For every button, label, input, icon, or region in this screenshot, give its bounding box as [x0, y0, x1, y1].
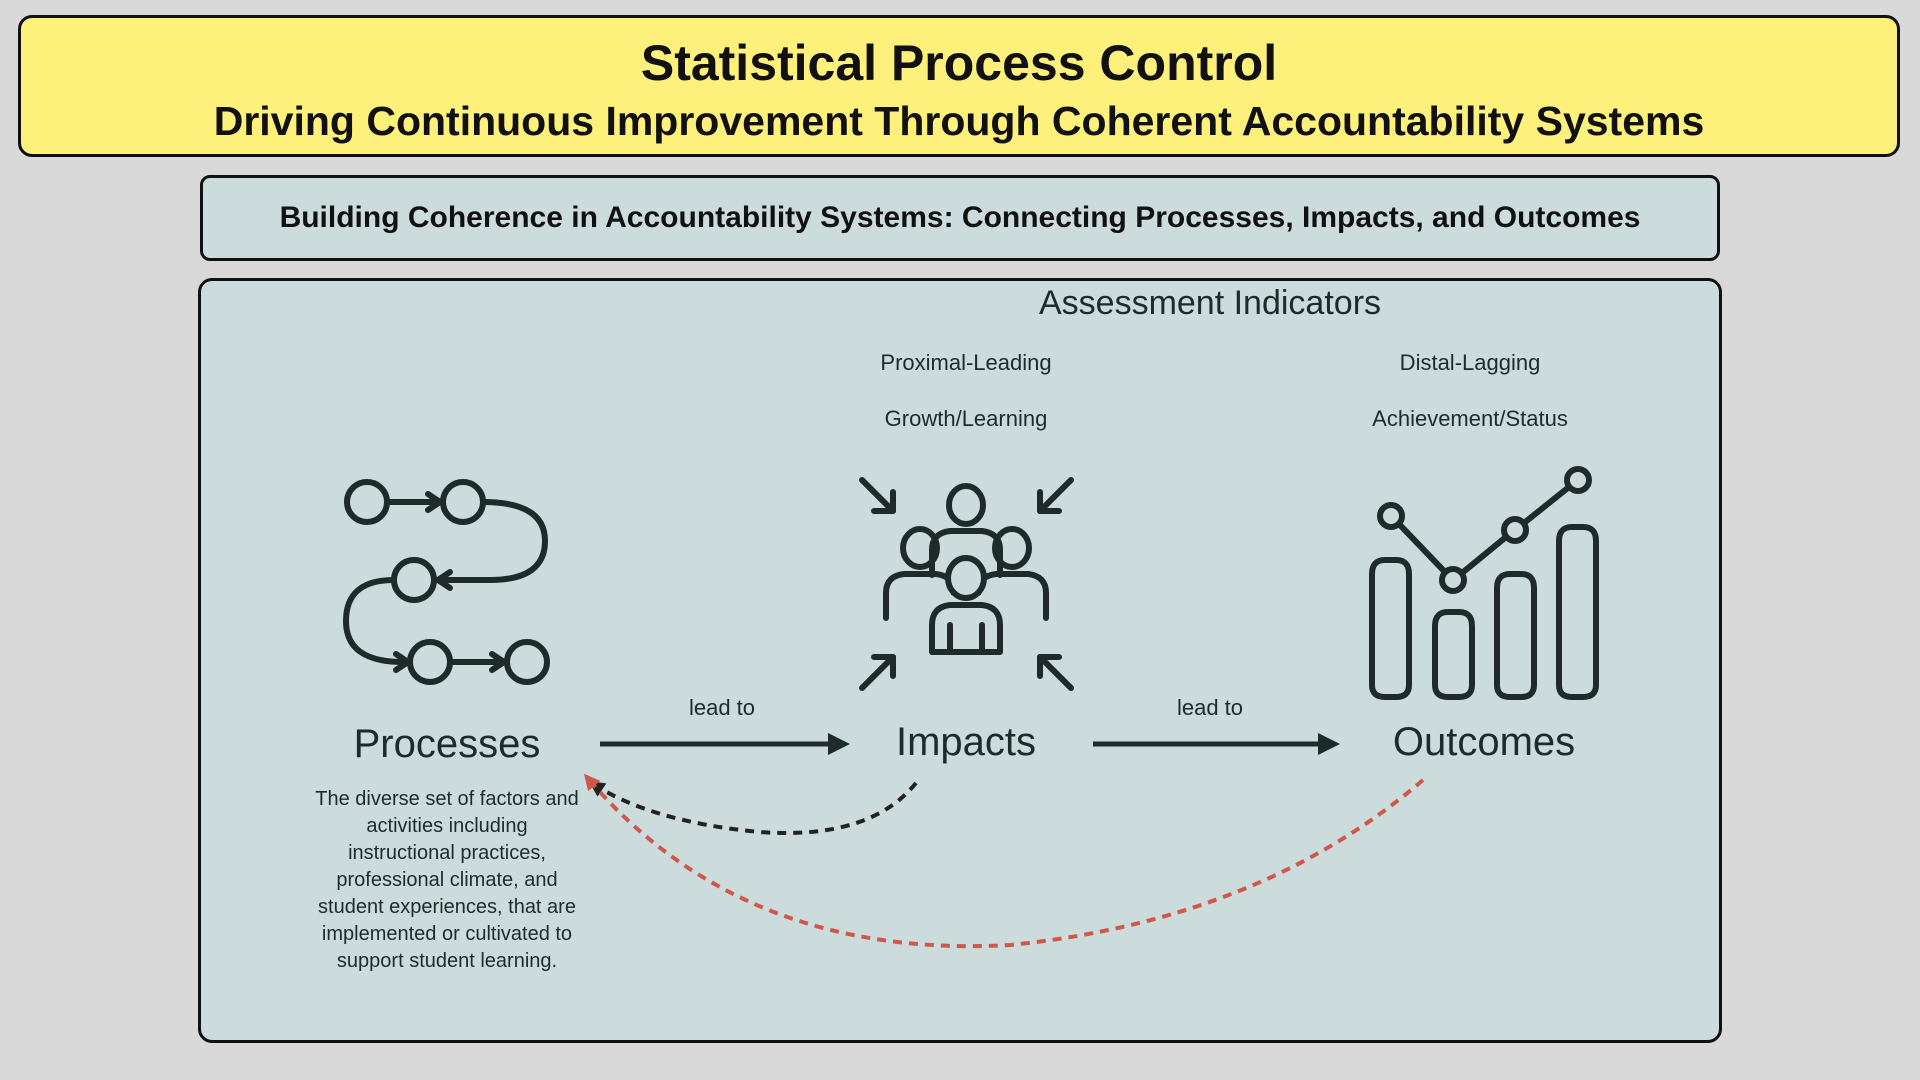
indicators-title: Assessment Indicators: [1038, 284, 1382, 322]
processes-label: Processes: [353, 722, 541, 766]
distal-label: Distal-Lagging: [1399, 350, 1541, 375]
impacts-label: Impacts: [895, 720, 1037, 764]
feedback-arrow-outcomes-to-processes: [583, 773, 1425, 949]
edge-label-processes-impacts: lead to: [688, 695, 756, 720]
workflow-icon: [343, 479, 550, 685]
proximal-label: Proximal-Leading: [880, 350, 1052, 375]
header-banner: Statistical Process Control Driving Cont…: [18, 15, 1900, 157]
outcomes-label: Outcomes: [1392, 720, 1576, 764]
proximal-sub: Growth/Learning: [884, 406, 1048, 431]
group-converge-icon: [859, 477, 1074, 691]
feedback-arrow-impacts-to-processes: [588, 780, 918, 835]
distal-sub: Achievement/Status: [1372, 406, 1568, 431]
arrow-impacts-to-outcomes: [1093, 733, 1340, 755]
section-banner-text: Building Coherence in Accountability Sys…: [279, 201, 1641, 234]
processes-description: The diverse set of factors and activitie…: [315, 788, 579, 972]
line-bar-chart-icon: [1369, 466, 1599, 700]
page-subtitle: Driving Continuous Improvement Through C…: [213, 98, 1705, 144]
arrow-processes-to-impacts: [600, 733, 850, 755]
page-title: Statistical Process Control: [640, 35, 1278, 91]
section-banner: Building Coherence in Accountability Sys…: [200, 175, 1720, 261]
edge-label-impacts-outcomes: lead to: [1176, 695, 1244, 720]
